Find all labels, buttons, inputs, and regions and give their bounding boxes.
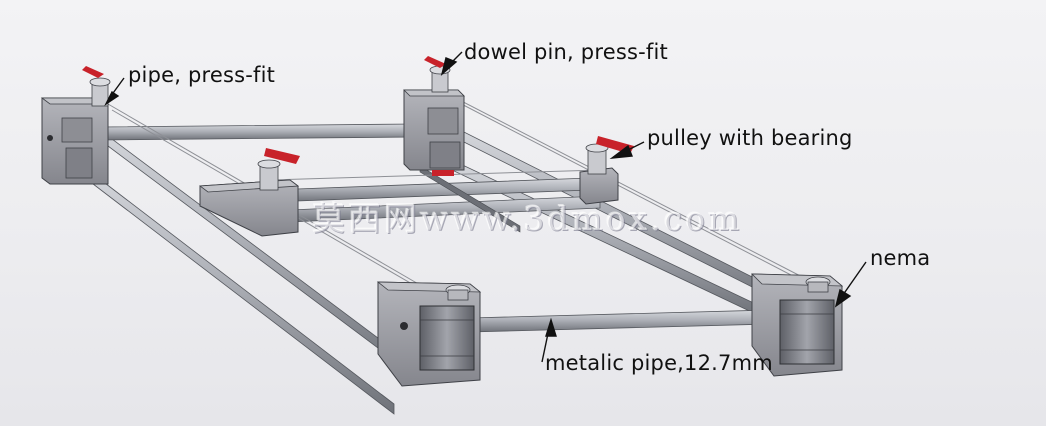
callout-dowel-pin: dowel pin, press-fit: [464, 40, 668, 64]
pulley-rear-left: [82, 66, 111, 107]
front-right-motor-mount: [751, 273, 844, 377]
watermark: 莫西网www.3dmox.com: [312, 199, 743, 238]
rear-red-marker: [432, 170, 454, 176]
arrowhead-icon: [104, 90, 120, 107]
pulley-rear-right: [424, 56, 451, 93]
red-handle-icon: [424, 56, 446, 68]
leader-arrows: [104, 51, 867, 363]
callout-metalic-pipe: metalic pipe,12.7mm: [545, 351, 773, 375]
stepper-motor-right: [779, 299, 835, 365]
rear-left-block: [40, 97, 110, 185]
left-guide-rods: [79, 123, 411, 415]
pulley-front-right: [805, 276, 831, 293]
bottom-metallic-pipe: [469, 309, 771, 333]
arrowhead-icon: [834, 288, 852, 308]
stepper-motor-left: [419, 305, 475, 371]
gantry-carriage: [198, 179, 300, 237]
pulley-gantry: [257, 148, 300, 191]
right-carriage: [579, 167, 619, 205]
callout-pulley-bearing: pulley with bearing: [647, 126, 853, 150]
arrowhead-icon: [545, 317, 557, 337]
arrowhead-icon: [609, 144, 633, 159]
red-handle-icon: [82, 66, 104, 78]
arrowhead-icon: [440, 57, 458, 76]
rear-right-block: [403, 89, 465, 176]
callout-nema: nema: [870, 246, 931, 270]
pulley-front-left: [445, 284, 471, 301]
red-handle-icon: [264, 148, 300, 164]
callout-pipe-press-fit: pipe, press-fit: [128, 63, 276, 87]
